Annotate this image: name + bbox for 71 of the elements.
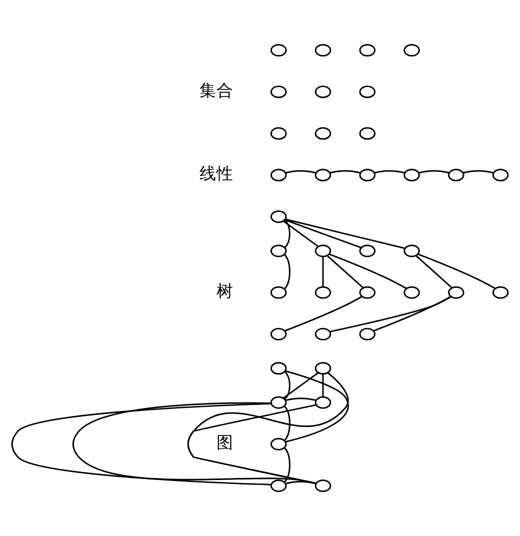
node-circle: [359, 86, 376, 98]
label: 线性: [200, 164, 234, 184]
connector: [418, 170, 450, 174]
connector: [322, 256, 324, 287]
node-circle: [404, 286, 420, 299]
connector: [12, 402, 272, 486]
node-circle: [314, 286, 332, 299]
node-circle: [270, 438, 287, 450]
node-circle: [270, 210, 287, 223]
node-circle: [270, 362, 287, 375]
connector: [285, 398, 316, 402]
connector: [374, 170, 405, 174]
connector: [285, 218, 406, 250]
node-circle: [314, 86, 332, 98]
node-circle: [314, 244, 332, 258]
node-circle: [359, 244, 376, 258]
connector: [283, 372, 319, 399]
connector: [72, 402, 316, 484]
node-circle: [359, 127, 376, 140]
connector: [329, 254, 407, 290]
node-circle: [270, 244, 287, 258]
connector: [418, 254, 496, 290]
label: 集合: [200, 80, 234, 100]
node-circle: [359, 286, 376, 299]
connector: [326, 255, 364, 288]
node-circle: [448, 286, 464, 299]
label: 图: [216, 433, 234, 452]
node-circle: [270, 286, 287, 299]
connector: [282, 220, 319, 248]
node-circle: [448, 168, 464, 182]
node-circle: [314, 362, 332, 375]
node-circle: [404, 168, 420, 182]
node-circle: [404, 44, 420, 57]
connector: [284, 254, 290, 290]
node-circle: [492, 286, 509, 299]
connector: [284, 447, 290, 483]
node-circle: [270, 127, 287, 140]
connector: [284, 296, 362, 332]
connector: [330, 170, 361, 174]
node-circle: [314, 168, 332, 182]
node-circle: [270, 396, 287, 409]
node-circle: [359, 168, 376, 182]
node-circle: [314, 479, 332, 492]
node-circle: [314, 328, 332, 340]
node-circle: [270, 86, 287, 98]
node-circle: [314, 44, 332, 57]
connector: [284, 371, 290, 400]
connector: [285, 170, 316, 174]
node-circle: [404, 244, 420, 258]
connector: [187, 372, 349, 484]
node-circle: [314, 396, 332, 409]
connector: [462, 170, 494, 174]
connector: [285, 370, 349, 442]
connector: [330, 296, 452, 332]
connector: [285, 480, 316, 484]
node-circle: [270, 44, 287, 57]
node-circle: [270, 479, 287, 492]
connector: [284, 219, 362, 248]
connector: [322, 374, 324, 397]
connector: [187, 404, 316, 484]
connector: [284, 406, 290, 441]
node-circle: [270, 168, 287, 182]
connector: [284, 219, 290, 248]
label: 树: [216, 282, 234, 301]
node-circle: [359, 328, 376, 340]
connector: [416, 255, 452, 288]
connector: [373, 296, 452, 332]
node-circle: [492, 168, 509, 182]
node-circle: [314, 127, 332, 140]
node-circle: [270, 328, 287, 340]
node-circle: [359, 44, 376, 57]
